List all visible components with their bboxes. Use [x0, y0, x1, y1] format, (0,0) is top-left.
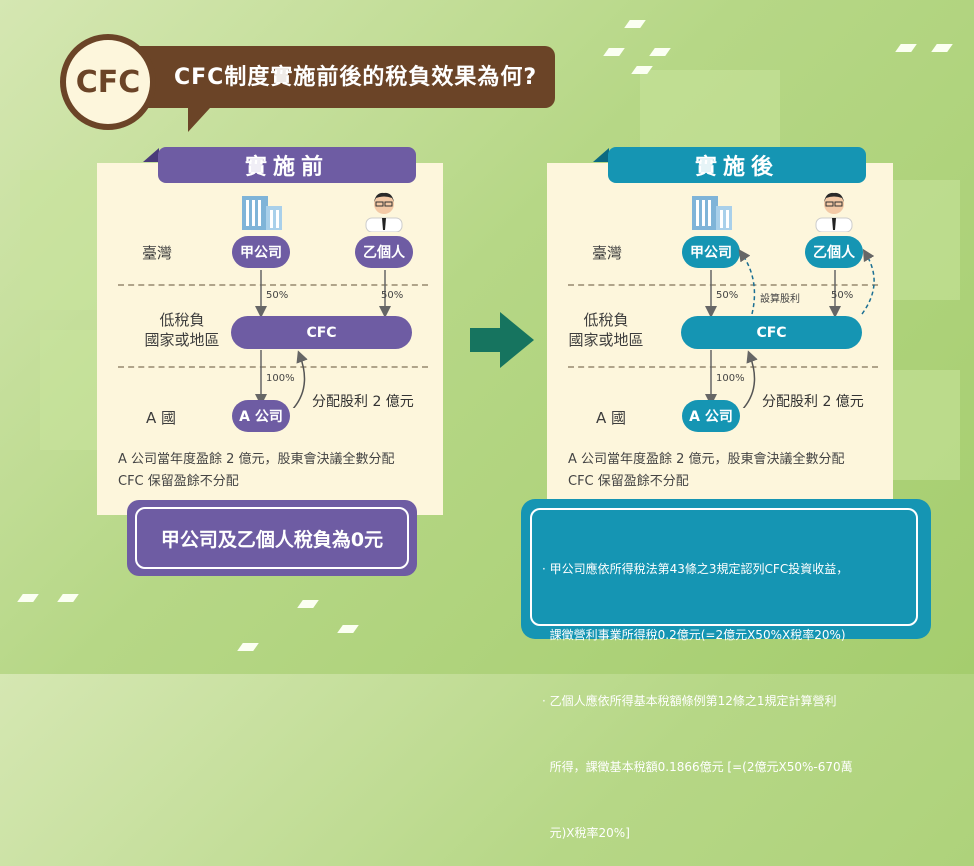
- header-fold: [593, 148, 609, 162]
- dividend-label: 分配股利 2 億元: [312, 394, 414, 410]
- note: A 公司當年度盈餘 2 億元，股東會決議全數分配 CFC 保留盈餘不分配: [118, 449, 438, 493]
- result-line: 元)X稅率20%]: [542, 826, 630, 840]
- after-header: 實施後: [608, 147, 866, 183]
- title-banner: [108, 46, 555, 132]
- row-label-low-tax-line1: 低稅負: [159, 311, 205, 329]
- a-company-node: A 公司: [682, 400, 740, 432]
- row-label-low-tax-line2: 國家或地區: [144, 331, 220, 349]
- ownership-arrows: [255, 270, 391, 318]
- ownership-arrows: [705, 248, 875, 318]
- pct-left: 50%: [716, 290, 739, 301]
- divider: [118, 366, 428, 368]
- bg-decoration: [895, 44, 917, 52]
- result-box: [127, 500, 417, 576]
- businessman-icon: [365, 192, 403, 232]
- row-label-taiwan: 臺灣: [142, 244, 173, 262]
- note-line: A 公司當年度盈餘 2 億元，股東會決議全數分配: [118, 452, 395, 467]
- dividend-arrows: [255, 350, 308, 408]
- bg-decoration: [624, 20, 646, 28]
- divider: [118, 284, 428, 286]
- before-header: 實施前: [158, 147, 416, 183]
- cfc-bar: CFC: [681, 316, 862, 349]
- bg-decoration: [337, 625, 359, 633]
- row-label-a: A 國: [146, 409, 177, 427]
- businessman-icon: [815, 192, 853, 232]
- bg-decoration: [880, 180, 960, 300]
- person-yi-node: 乙個人: [805, 236, 863, 268]
- result-text: 甲公司及乙個人稅負為0元: [135, 507, 409, 569]
- dividend-arrows: [705, 350, 758, 408]
- building-icon: [242, 196, 282, 230]
- bg-decoration: [237, 643, 259, 651]
- note-line: CFC 保留盈餘不分配: [118, 474, 239, 489]
- a-company-node: A 公司: [232, 400, 290, 432]
- bg-decoration: [931, 44, 953, 52]
- deemed-dividend-label: 設算股利: [760, 294, 800, 305]
- result-line: 所得，課徵基本稅額0.1866億元 [=(2億元X50%-670萬: [542, 760, 853, 774]
- right-arrow-icon: [470, 312, 534, 368]
- divider: [568, 284, 878, 286]
- result-line: 課徵營利事業所得稅0.2億元(=2億元X50%X稅率20%): [542, 628, 846, 642]
- bg-decoration: [17, 594, 39, 602]
- note-line: CFC 保留盈餘不分配: [568, 474, 689, 489]
- pct-down: 100%: [716, 373, 745, 384]
- bg-decoration: [603, 48, 625, 56]
- note-line: A 公司當年度盈餘 2 億元，股東會決議全數分配: [568, 452, 845, 467]
- dividend-label: 分配股利 2 億元: [762, 394, 864, 410]
- bg-decoration: [297, 600, 319, 608]
- result-line: · 甲公司應依所得稅法第43條之3規定認列CFC投資收益，: [542, 562, 849, 576]
- row-label-low-tax-line1: 低稅負: [583, 311, 629, 329]
- pct-left: 50%: [266, 290, 289, 301]
- page-title: CFC制度實施前後的稅負效果為何?: [174, 65, 538, 90]
- bg-decoration: [57, 594, 79, 602]
- divider: [568, 366, 878, 368]
- cfc-bar: CFC: [231, 316, 412, 349]
- bg-decoration: [649, 48, 671, 56]
- result-box: [521, 499, 931, 639]
- pct-right: 50%: [831, 290, 854, 301]
- pct-right: 50%: [381, 290, 404, 301]
- person-yi-node: 乙個人: [355, 236, 413, 268]
- company-jia-node: 甲公司: [682, 236, 740, 268]
- row-label-low-tax-line2: 國家或地區: [568, 331, 644, 349]
- row-label-a: A 國: [596, 409, 627, 427]
- pct-down: 100%: [266, 373, 295, 384]
- company-jia-node: 甲公司: [232, 236, 290, 268]
- result-line: · 乙個人應依所得基本稅額條例第12條之1規定計算營利: [542, 694, 837, 708]
- row-label-low-tax: 低稅負 國家或地區: [566, 310, 646, 350]
- row-label-low-tax: 低稅負 國家或地區: [142, 310, 222, 350]
- result-text: · 甲公司應依所得稅法第43條之3規定認列CFC投資收益， 課徵營利事業所得稅0…: [530, 508, 918, 840]
- header-fold: [143, 148, 159, 162]
- note: A 公司當年度盈餘 2 億元，股東會決議全數分配 CFC 保留盈餘不分配: [568, 449, 888, 493]
- row-label-taiwan: 臺灣: [592, 244, 623, 262]
- building-icon: [692, 196, 732, 230]
- bg-decoration: [880, 370, 960, 480]
- cfc-badge: CFC: [60, 34, 156, 130]
